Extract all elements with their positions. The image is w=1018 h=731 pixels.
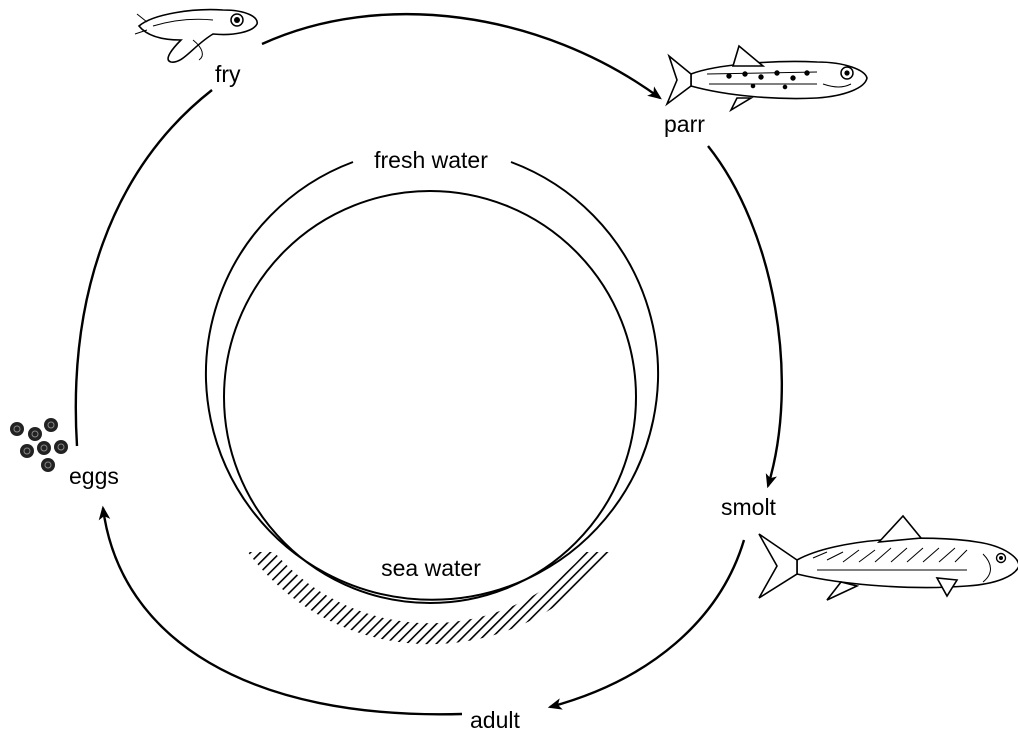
fry-label: fry	[215, 61, 241, 87]
sea-water-label: sea water	[381, 555, 481, 581]
fry-fish-icon	[135, 10, 257, 63]
smolt-fish-icon	[759, 516, 1018, 600]
fresh-water-label: fresh water	[374, 147, 488, 173]
inner-ring	[224, 191, 636, 603]
smolt-label: smolt	[721, 494, 777, 520]
parr-fish-icon	[667, 46, 867, 110]
arrow-eggs-to-fry	[76, 90, 212, 446]
arrow-adult-to-eggs	[103, 508, 462, 714]
arrow-parr-to-smolt	[708, 146, 782, 486]
eggs-icon	[10, 418, 68, 472]
eggs-label: eggs	[69, 463, 119, 489]
adult-label: adult	[470, 707, 520, 731]
arrow-fry-to-parr	[262, 14, 660, 98]
parr-label: parr	[664, 111, 705, 137]
outer-ring	[206, 162, 658, 600]
